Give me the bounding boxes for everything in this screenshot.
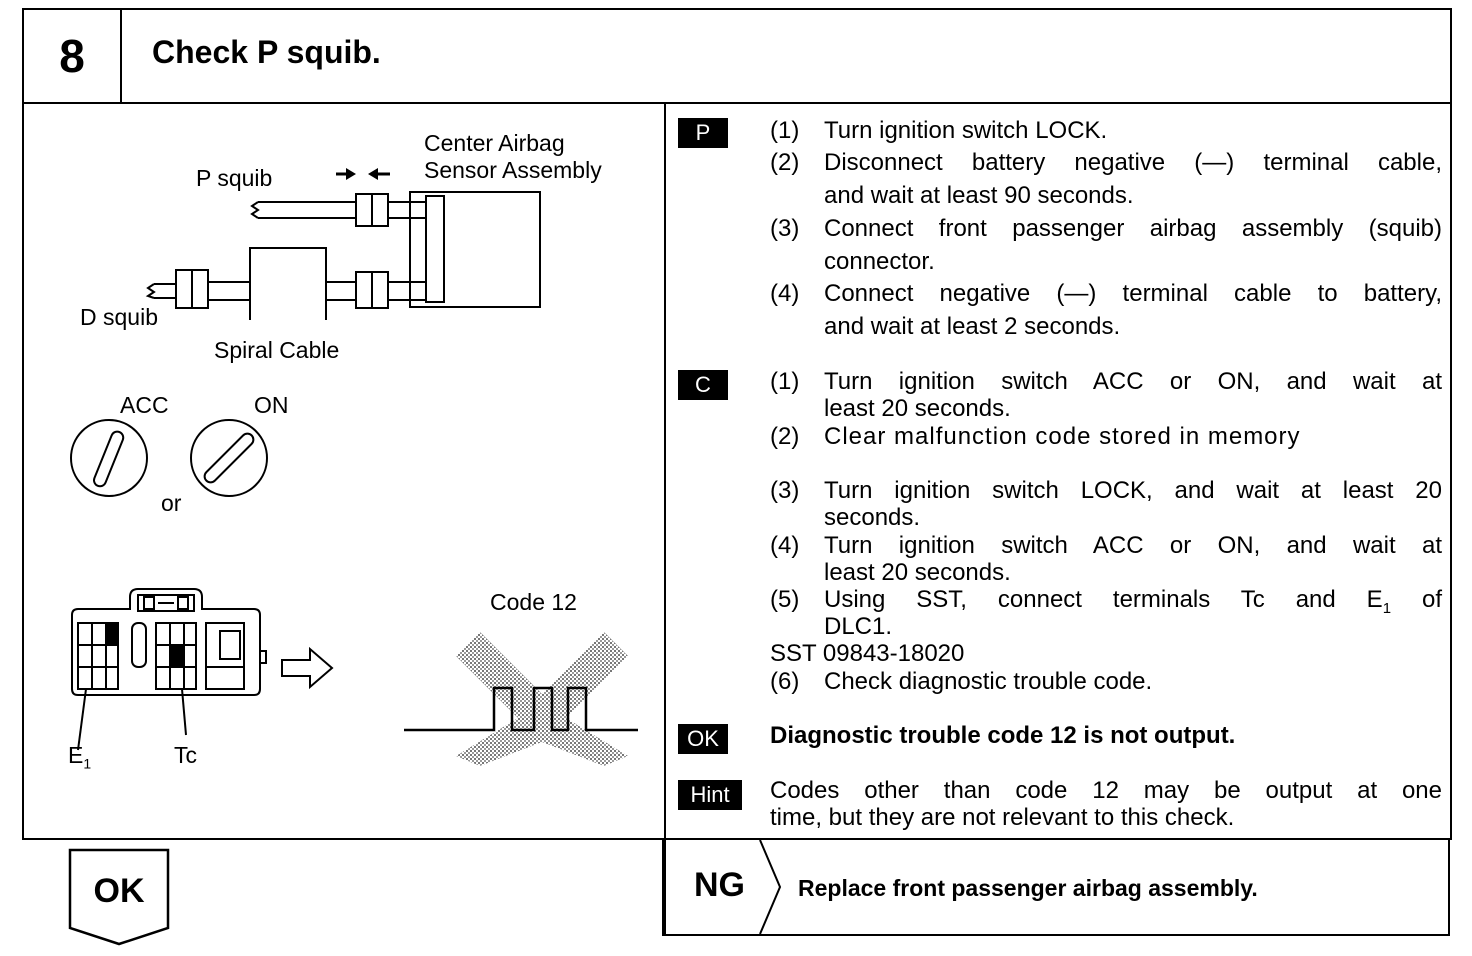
c-step-6: (6)Check diagnostic trouble code. xyxy=(770,668,1153,695)
acc-label: ACC xyxy=(120,392,169,418)
sst-number: SST 09843-18020 xyxy=(770,640,965,667)
center-airbag-label-2: Sensor Assembly xyxy=(424,157,602,183)
column-divider xyxy=(664,102,666,936)
hint-text: Codes other than code 12 may be output a… xyxy=(770,777,1442,831)
p-step-3: (3) Connect front passenger airbag assem… xyxy=(770,215,1442,275)
spiral-cable-label: Spiral Cable xyxy=(214,337,340,363)
c-step-1: (1) Turn ignition switch ACC or ON, and … xyxy=(770,368,1442,422)
badge-ok: OK xyxy=(678,724,728,754)
e1-terminal-label: E1 xyxy=(68,742,92,772)
c-step-2: (2)Clear malfunction code stored in memo… xyxy=(770,423,1301,450)
p-squib-label: P squib xyxy=(196,165,273,191)
badge-hint: Hint xyxy=(678,780,742,810)
c-step-4: (4) Turn ignition switch ACC or ON, and … xyxy=(770,532,1442,586)
code12-waveform-crossed xyxy=(404,632,638,766)
d-squib-label: D squib xyxy=(80,304,158,330)
p-step-1: (1)Turn ignition switch LOCK. xyxy=(770,117,1108,144)
badge-p: P xyxy=(678,118,728,148)
center-airbag-label-1: Center Airbag xyxy=(424,130,565,156)
on-label: ON xyxy=(254,392,289,418)
ignition-key-positions xyxy=(70,419,268,497)
airbag-wiring-diagram xyxy=(145,168,541,320)
code12-label: Code 12 xyxy=(490,589,577,615)
badge-c: C xyxy=(678,370,728,400)
ng-action-text: Replace front passenger airbag assembly. xyxy=(798,875,1258,901)
c-step-5: (5) Using SST, connect terminals Tc and … xyxy=(770,586,1442,640)
ok-arrow-box xyxy=(68,848,170,946)
p-step-4: (4) Connect negative (—) terminal cable … xyxy=(770,280,1442,340)
ng-label: NG xyxy=(694,866,745,904)
c-step-3: (3) Turn ignition switch LOCK, and wait … xyxy=(770,477,1442,531)
step-number: 8 xyxy=(24,10,122,102)
ng-box xyxy=(662,838,1450,936)
ok-footer-label: OK xyxy=(93,872,145,910)
p-step-2: (2) Disconnect battery negative (—) term… xyxy=(770,149,1442,209)
tc-terminal-label: Tc xyxy=(174,742,197,768)
ng-chevron xyxy=(759,840,782,934)
ok-result-text: Diagnostic trouble code 12 is not output… xyxy=(770,722,1236,749)
right-arrow-icon xyxy=(281,646,334,690)
step-title: Check P squib. xyxy=(152,34,381,70)
dlc1-connector xyxy=(71,588,267,751)
or-label: or xyxy=(161,490,182,516)
